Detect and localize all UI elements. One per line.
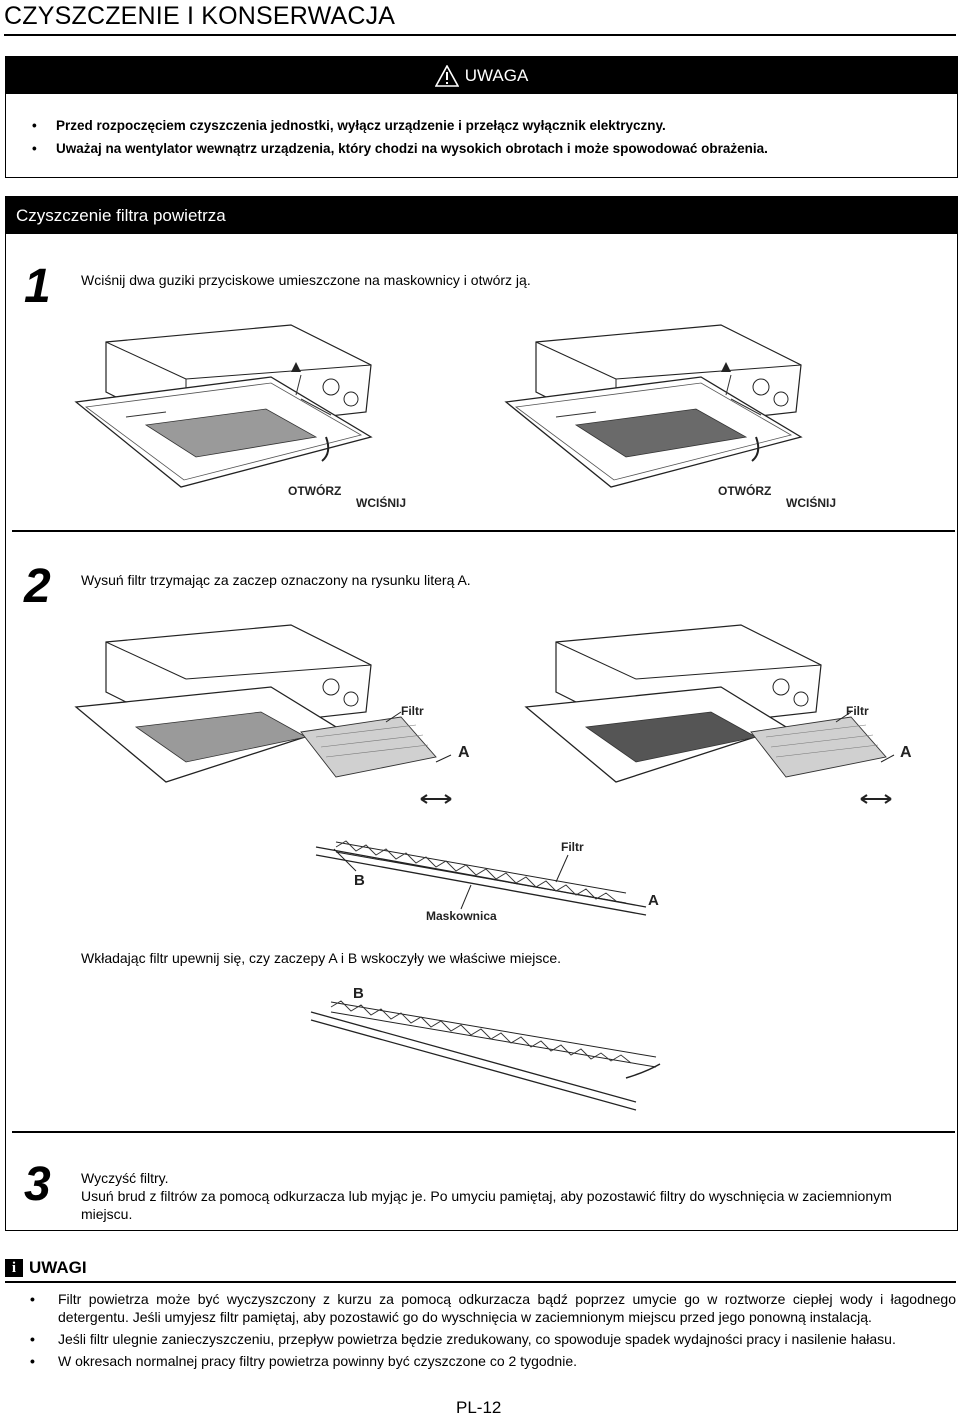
step-divider <box>12 1131 955 1133</box>
label-press: WCIŚNIJ <box>786 495 836 510</box>
step-3-line-2: Usuń brud z filtrów za pomocą odkurzacza… <box>81 1188 892 1222</box>
step-text-1: Wciśnij dwa guziki przyciskowe umieszczo… <box>81 272 531 288</box>
info-icon: i <box>5 1259 23 1277</box>
step-divider <box>12 530 955 532</box>
list-item: Uważaj na wentylator wewnątrz urządzenia… <box>26 137 957 160</box>
label-b: B <box>354 872 365 889</box>
label-b: B <box>353 985 364 1002</box>
filter-slide-illustration-right: Filtr A <box>516 617 936 817</box>
warning-triangle-icon <box>434 64 459 87</box>
label-filter: Filtr <box>561 840 584 854</box>
notes-list: Filtr powietrza może być wyczyszczony z … <box>26 1290 956 1374</box>
list-item: Przed rozpoczęciem czyszczenia jednostki… <box>26 114 957 137</box>
step-text-3: Wyczyść filtry. Usuń brud z filtrów za p… <box>81 1169 941 1223</box>
step-number-3: 3 <box>24 1158 51 1211</box>
label-filter: Filtr <box>401 704 424 718</box>
label-grille: Maskownica <box>426 909 497 923</box>
page-number: PL-12 <box>456 1398 502 1415</box>
label-filter: Filtr <box>846 704 869 718</box>
notes-rule <box>5 1281 956 1283</box>
step-text-2: Wysuń filtr trzymając za zaczep oznaczon… <box>81 572 471 588</box>
title-rule <box>4 34 956 36</box>
label-a: A <box>648 892 659 909</box>
label-open: OTWÓRZ <box>288 483 341 498</box>
warning-list: Przed rozpoczęciem czyszczenia jednostki… <box>6 94 957 160</box>
filter-insert-illustration: B <box>306 982 666 1112</box>
filter-slide-illustration-left: Filtr A <box>66 617 486 817</box>
section-heading: Czyszczenie filtra powietrza <box>6 197 957 234</box>
list-item: Filtr powietrza może być wyczyszczony z … <box>26 1290 956 1326</box>
label-press: WCIŚNIJ <box>356 495 406 510</box>
label-a: A <box>458 744 470 761</box>
step-3-line-1: Wyczyść filtry. <box>81 1170 169 1186</box>
filter-cross-section-illustration: Filtr B A Maskownica <box>306 827 686 927</box>
notes-heading: i UWAGI <box>5 1258 87 1278</box>
step-number-1: 1 <box>24 260 51 313</box>
list-item: Jeśli filtr ulegnie zanieczyszczeniu, pr… <box>26 1330 956 1348</box>
warning-heading: UWAGA <box>464 65 529 85</box>
step-note-2: Wkładając filtr upewnij się, czy zaczepy… <box>81 950 562 966</box>
label-open: OTWÓRZ <box>718 483 771 498</box>
step-number-2: 2 <box>24 560 51 613</box>
label-a: A <box>900 744 912 761</box>
unit-open-illustration-left: OTWÓRZ WCIŚNIJ <box>66 317 416 517</box>
warning-header: UWAGA <box>6 57 957 94</box>
page-title: CZYSZCZENIE I KONSERWACJA <box>4 2 396 30</box>
warning-box: UWAGA Przed rozpoczęciem czyszczenia jed… <box>5 56 958 178</box>
unit-open-illustration-right: OTWÓRZ WCIŚNIJ <box>496 317 846 517</box>
list-item: W okresach normalnej pracy filtry powiet… <box>26 1352 956 1370</box>
filter-cleaning-section: Czyszczenie filtra powietrza 1 Wciśnij d… <box>5 196 958 1231</box>
notes-heading-text: UWAGI <box>29 1258 87 1277</box>
